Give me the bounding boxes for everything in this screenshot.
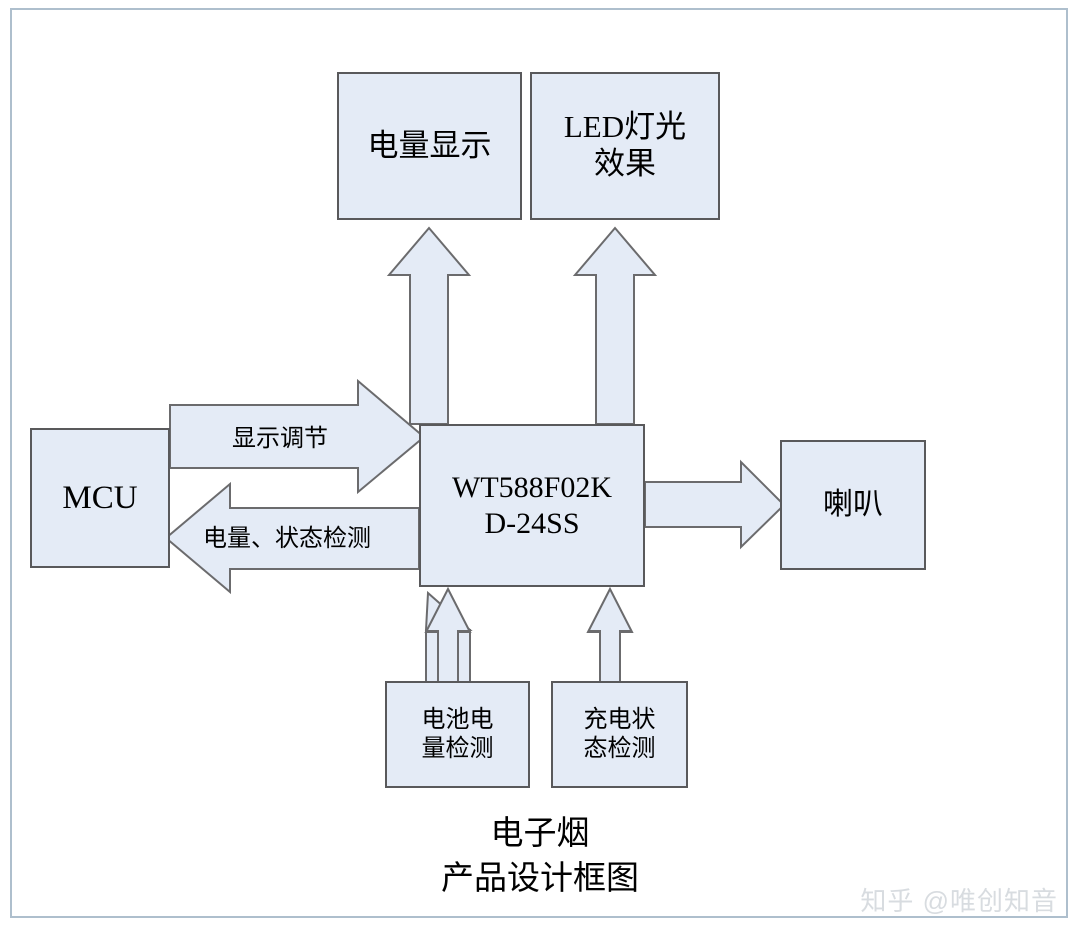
node-chip-wt588f02k[interactable]: WT588F02K D-24SS [419,424,645,587]
watermark-zhihu: 知乎 @唯创知音 [860,886,1058,916]
node-chip-label: WT588F02K D-24SS [421,470,643,541]
node-led-effect-label: LED灯光 效果 [532,109,718,182]
node-charge-detect-label-line1: 充电状 [583,707,656,734]
connector-label-status-detect: 电量、状态检测 [203,526,371,552]
diagram-caption-line2: 产品设计框图 [441,860,639,897]
node-speaker-label: 喇叭 [823,488,883,522]
node-led-effect-label-line2: 效果 [594,146,656,181]
node-mcu[interactable]: MCU [30,428,170,568]
arrow-chip-to-battery-display [386,226,472,425]
node-chip-label-line1: WT588F02K [452,471,612,505]
arrow-charge-detect-head-icon [586,586,634,633]
node-chip-label-line2: D-24SS [484,506,580,540]
node-battery-display[interactable]: 电量显示 [337,72,522,220]
node-charge-detect[interactable]: 充电状 态检测 [551,681,688,788]
connector-label-display-adjust: 显示调节 [232,426,328,452]
node-charge-detect-label: 充电状 态检测 [553,706,686,763]
arrow-chip-to-mcu [164,481,420,595]
node-battery-detect-label: 电池电 量检测 [387,706,528,763]
diagram-caption-line1: 电子烟 [490,816,590,852]
node-mcu-label: MCU [62,479,138,516]
arrow-chip-to-led-effect [572,226,658,425]
arrow-mcu-to-chip [169,378,426,495]
diagram-caption: 电子烟 产品设计框图 [0,812,1080,901]
node-battery-display-label: 电量显示 [367,127,492,163]
node-battery-detect[interactable]: 电池电 量检测 [385,681,530,788]
arrow-chip-to-speaker [644,459,786,550]
node-led-effect[interactable]: LED灯光 效果 [530,72,720,220]
node-led-effect-label-line1: LED灯光 [563,109,687,145]
node-battery-detect-label-line1: 电池电 [421,707,494,734]
node-battery-detect-label-line2: 量检测 [421,735,494,762]
node-charge-detect-label-line2: 态检测 [583,735,656,762]
node-speaker[interactable]: 喇叭 [780,440,926,570]
arrow-charge-detect-shaft-fill [600,628,620,684]
arrow-battery-detect-shaft-fill [438,628,458,684]
